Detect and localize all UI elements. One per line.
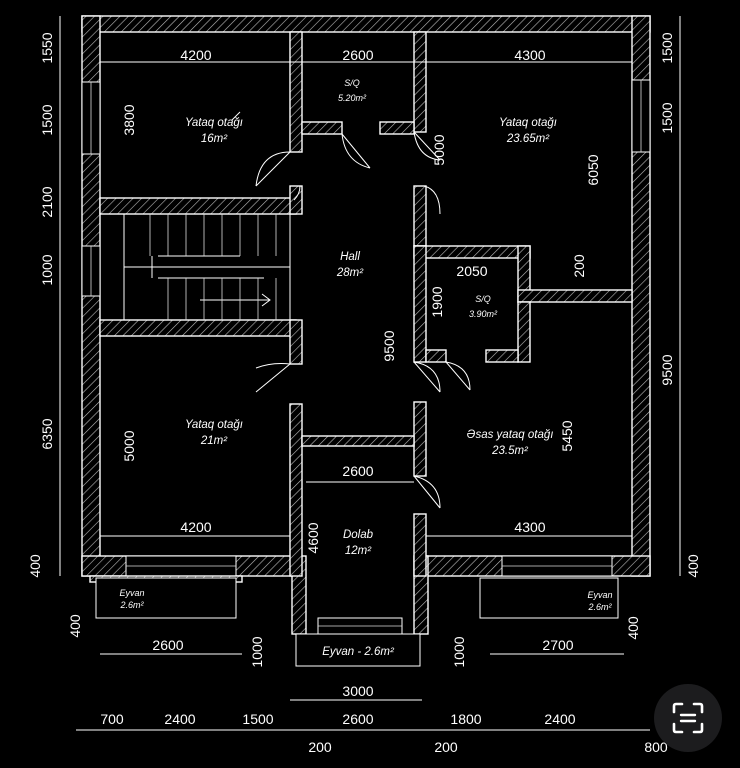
balcony-s-label: Eyvan - 2.6m²	[322, 646, 395, 658]
hall-name: Hall	[340, 251, 360, 263]
dim-left-6: 400	[27, 554, 43, 578]
dim-right-3: 9500	[659, 354, 675, 385]
dim-bottom-5: 1800	[450, 711, 481, 727]
dim-bal-1000-e: 1000	[451, 636, 467, 667]
dim-right-2: 1500	[659, 102, 675, 133]
closet-name: Dolab	[343, 529, 374, 541]
dim-se-w: 4300	[514, 519, 545, 535]
interior-walls	[99, 31, 633, 577]
dim-right-1: 1500	[659, 32, 675, 63]
hall-area: 28m²	[336, 267, 364, 279]
dim-bottom-4: 2600	[342, 711, 373, 727]
master-bedroom-area: 23.5m²	[491, 445, 529, 457]
google-lens-button[interactable]	[654, 684, 722, 752]
balconies	[89, 575, 619, 667]
dim-ne-200: 200	[571, 254, 587, 278]
dim-bal-1000-w: 1000	[249, 636, 265, 667]
staircase	[123, 213, 291, 321]
dim-bath-w: 2050	[456, 263, 487, 279]
room-labels: Yataq otağı 16m² S/Q 5.20m² Yataq otağı …	[119, 78, 612, 658]
dim-top-e: 4300	[514, 47, 545, 63]
dim-top-w: 4200	[180, 47, 211, 63]
bedroom-sw-area: 21m²	[200, 435, 228, 447]
bath-n-area: 5.20m²	[338, 93, 367, 103]
dim-left-1: 1550	[39, 32, 55, 63]
dim-left-5: 6350	[39, 418, 55, 449]
dim-balcony-w-len: 2600	[152, 637, 183, 653]
closet-area: 12m²	[345, 545, 372, 557]
bedroom-nw-area: 16m²	[201, 133, 228, 145]
master-bedroom-name: Əsas yataq otağı	[467, 429, 554, 441]
dim-balcony-e-len: 2700	[542, 637, 573, 653]
bedroom-sw-name: Yataq otağı	[185, 419, 243, 431]
balcony-e-name: Eyvan	[587, 590, 612, 600]
bedroom-ne-name: Yataq otağı	[499, 117, 557, 129]
dim-nw-height: 3800	[121, 104, 137, 135]
dim-se-5450: 5450	[559, 420, 575, 451]
dimension-labels: 4200 2600 4300 3800 5000 6050 2050 1900 …	[27, 32, 701, 755]
dim-left-400-low: 400	[67, 614, 83, 638]
dim-bottom-2: 2400	[164, 711, 195, 727]
bedroom-ne-area: 23.65m²	[506, 133, 550, 145]
dim-hall-9500: 9500	[381, 330, 397, 361]
dim-bottom-800: 800	[644, 739, 668, 755]
dim-closet-h: 4600	[305, 522, 321, 553]
dim-sw-w: 4200	[180, 519, 211, 535]
bath-n-name: S/Q	[344, 78, 360, 88]
bedroom-nw-name: Yataq otağı	[185, 117, 243, 129]
dimension-lines	[59, 16, 681, 731]
dim-left-2: 1500	[39, 104, 55, 135]
dim-sw-5000: 5000	[121, 430, 137, 461]
bath-e-area: 3.90m²	[469, 309, 498, 319]
dim-bottom-1: 700	[100, 711, 124, 727]
balcony-w-name: Eyvan	[119, 588, 144, 598]
balcony-w-area: 2.6m²	[119, 600, 144, 610]
dim-left-3: 2100	[39, 186, 55, 217]
dim-bottom-3: 1500	[242, 711, 273, 727]
dim-top-mid: 2600	[342, 47, 373, 63]
dim-bottom-200-a: 200	[308, 739, 332, 755]
door-swings	[255, 131, 471, 509]
dim-ne-5000: 5000	[431, 134, 447, 165]
dim-bath-h: 1900	[429, 286, 445, 317]
dim-right-4: 400	[685, 554, 701, 578]
dim-bottom-6: 2400	[544, 711, 575, 727]
balcony-e-area: 2.6m²	[587, 602, 612, 612]
dim-right-400-low: 400	[625, 616, 641, 640]
dim-left-4: 1000	[39, 254, 55, 285]
google-lens-icon	[672, 702, 704, 734]
dim-ne-6050: 6050	[585, 154, 601, 185]
bath-e-name: S/Q	[475, 294, 491, 304]
dim-closet-w: 2600	[342, 463, 373, 479]
dim-closet-3000: 3000	[342, 683, 373, 699]
dim-bottom-200-b: 200	[434, 739, 458, 755]
